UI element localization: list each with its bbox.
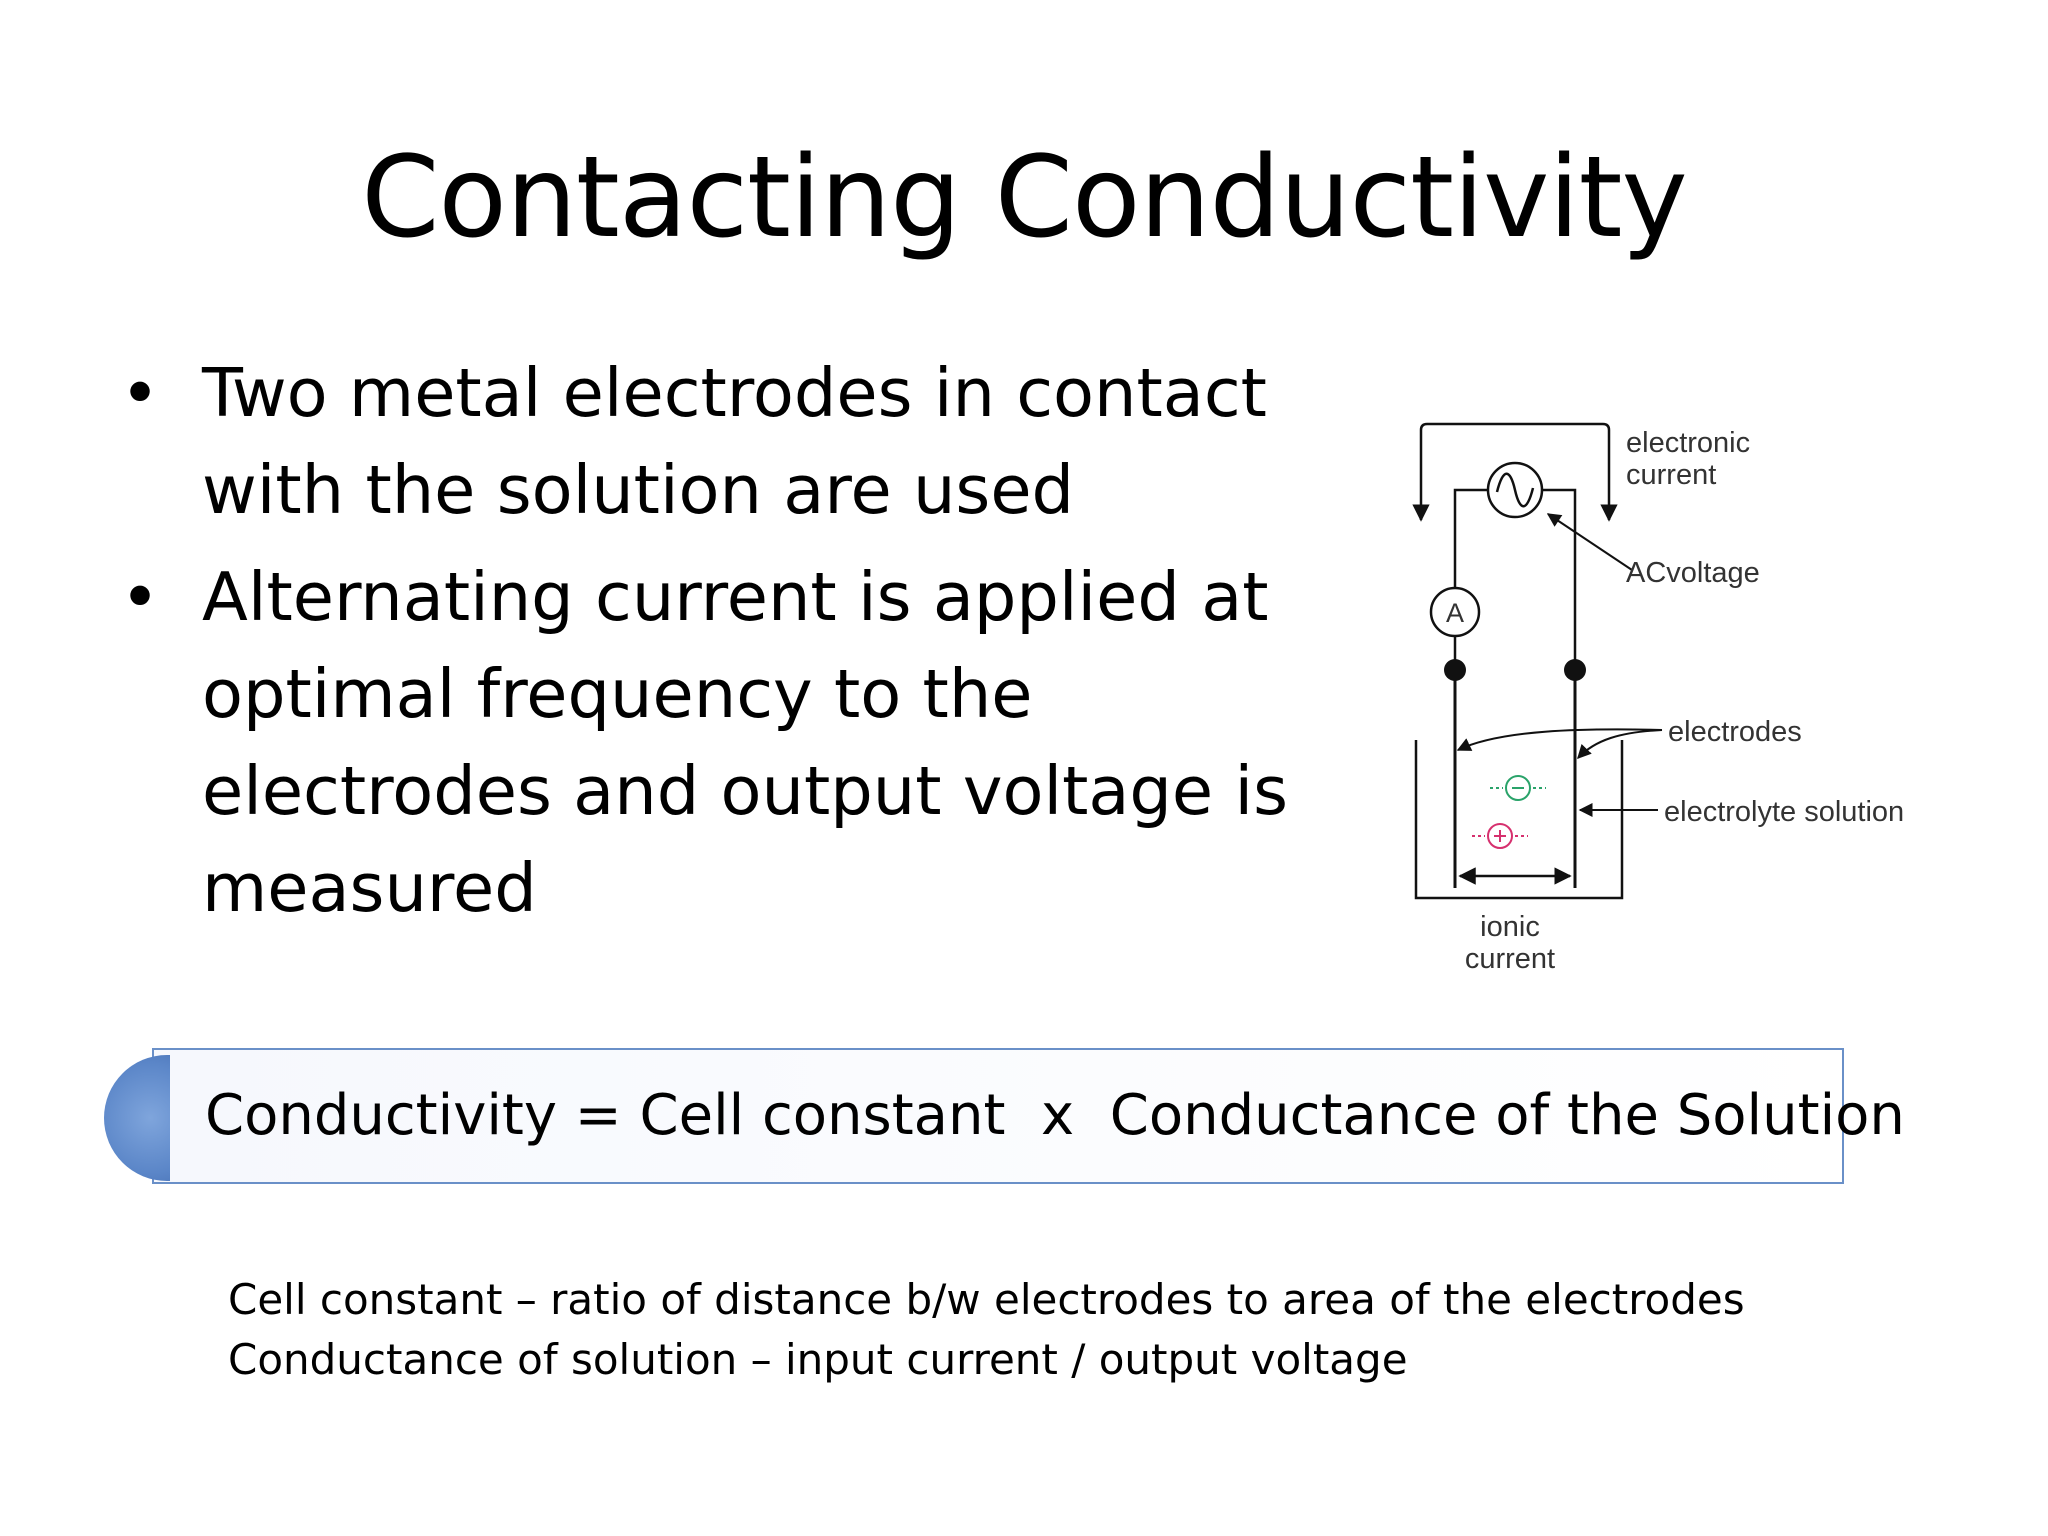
formula-box-accent [104, 1055, 170, 1181]
ac-voltage-label: ACvoltage [1626, 557, 1760, 589]
slide-title: Contacting Conductivity [361, 133, 1688, 263]
anion-icon [1505, 775, 1531, 801]
conductivity-cell-diagram: A electronic current ACvoltage ele [1412, 422, 1904, 975]
bullet-text-line: with the solution are used [202, 451, 1075, 529]
ionic-current-label: ionic [1480, 911, 1540, 943]
formula-box [152, 1048, 1844, 1184]
bullet-marker: • [120, 558, 160, 636]
electronic-current-label: electronic [1626, 427, 1750, 459]
right-wire-top [1540, 488, 1577, 670]
note-line: Conductance of solution – input current … [228, 1335, 1408, 1384]
note-line: Cell constant – ratio of distance b/w el… [228, 1275, 1745, 1324]
bullet-text-line: Two metal electrodes in contact [202, 354, 1267, 432]
terminal-dot [1564, 659, 1586, 681]
bullet-item: • Alternating current is applied at opti… [120, 549, 1300, 937]
electronic-current-label: current [1626, 459, 1716, 491]
bullet-text-line: Alternating current is applied at [202, 558, 1269, 636]
bullet-text-line: measured [202, 849, 537, 927]
cation-icon [1487, 823, 1513, 849]
bullet-text-line: electrodes and output voltage is [202, 752, 1288, 830]
electrolyte-label: electrolyte solution [1664, 796, 1904, 828]
ionic-current-label: current [1465, 943, 1555, 975]
ammeter-icon [1429, 586, 1481, 638]
electronic-current-arrow [1412, 422, 1618, 522]
beaker [1414, 740, 1624, 900]
left-wire [1453, 488, 1490, 588]
bullet-marker: • [120, 354, 160, 432]
formula-text: Conductivity = Cell constant x Conductan… [205, 1083, 1905, 1148]
ammeter-label: A [1446, 598, 1464, 628]
definitions-notes: Cell constant – ratio of distance b/w el… [228, 1270, 1745, 1390]
sine-wave-icon [1495, 472, 1535, 508]
bullet-text-line: optimal frequency to the [202, 655, 1033, 733]
terminal-dot [1444, 659, 1466, 681]
bullet-item: • Two metal electrodes in contact with t… [120, 345, 1300, 539]
bullet-list: • Two metal electrodes in contact with t… [120, 345, 1300, 947]
electrodes-label: electrodes [1668, 716, 1802, 748]
